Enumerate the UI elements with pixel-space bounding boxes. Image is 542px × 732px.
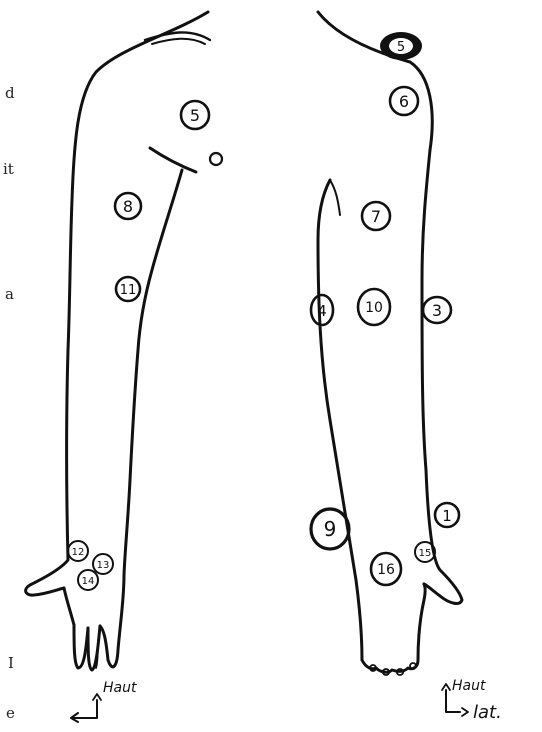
margin-fragment: it — [3, 160, 14, 178]
marker-right-10: 10 — [358, 289, 390, 325]
svg-text:15: 15 — [419, 548, 432, 559]
svg-text:8: 8 — [123, 197, 133, 216]
svg-text:14: 14 — [82, 576, 95, 587]
svg-text:1: 1 — [442, 507, 452, 525]
marker-right-1: 1 — [435, 503, 459, 527]
svg-text:16: 16 — [377, 562, 395, 578]
margin-fragment: I — [8, 654, 14, 672]
marker-left-8: 8 — [115, 193, 141, 219]
marker-right-9: 9 — [311, 509, 349, 549]
svg-text:10: 10 — [365, 300, 383, 316]
marker-left-5: 5 — [181, 101, 209, 129]
marker-right-3: 3 — [423, 297, 451, 323]
marker-left-13: 13 — [93, 554, 113, 574]
svg-text:7: 7 — [371, 207, 381, 226]
marker-right-6: 6 — [390, 87, 418, 115]
svg-text:11: 11 — [120, 283, 137, 298]
marker-right-4: 4 — [311, 295, 333, 325]
svg-text:lat.: lat. — [473, 702, 502, 723]
svg-text:Haut: Haut — [452, 678, 486, 694]
marker-right-7: 7 — [362, 202, 390, 230]
svg-text:4: 4 — [317, 302, 327, 320]
marker-left-14: 14 — [78, 570, 98, 590]
svg-text:5: 5 — [190, 106, 200, 125]
marker-right-5: 5 — [380, 32, 422, 60]
marker-right-16: 16 — [371, 553, 401, 585]
svg-text:13: 13 — [97, 560, 110, 571]
marker-left-12: 12 — [68, 541, 88, 561]
svg-text:5: 5 — [397, 40, 405, 55]
margin-fragment: a — [5, 285, 14, 303]
margin-fragment: e — [6, 704, 15, 722]
orientation-left: Haut — [71, 680, 137, 722]
orientation-right: Haut lat. — [442, 678, 502, 723]
svg-text:Haut: Haut — [103, 680, 137, 696]
marker-right-15: 15 — [415, 542, 435, 562]
svg-text:12: 12 — [72, 547, 85, 558]
svg-text:6: 6 — [399, 92, 409, 111]
svg-text:9: 9 — [324, 517, 337, 541]
marker-left-11: 11 — [116, 277, 140, 301]
svg-text:3: 3 — [432, 301, 442, 320]
margin-fragment: d — [5, 84, 15, 102]
small-dot-marker — [210, 153, 222, 165]
